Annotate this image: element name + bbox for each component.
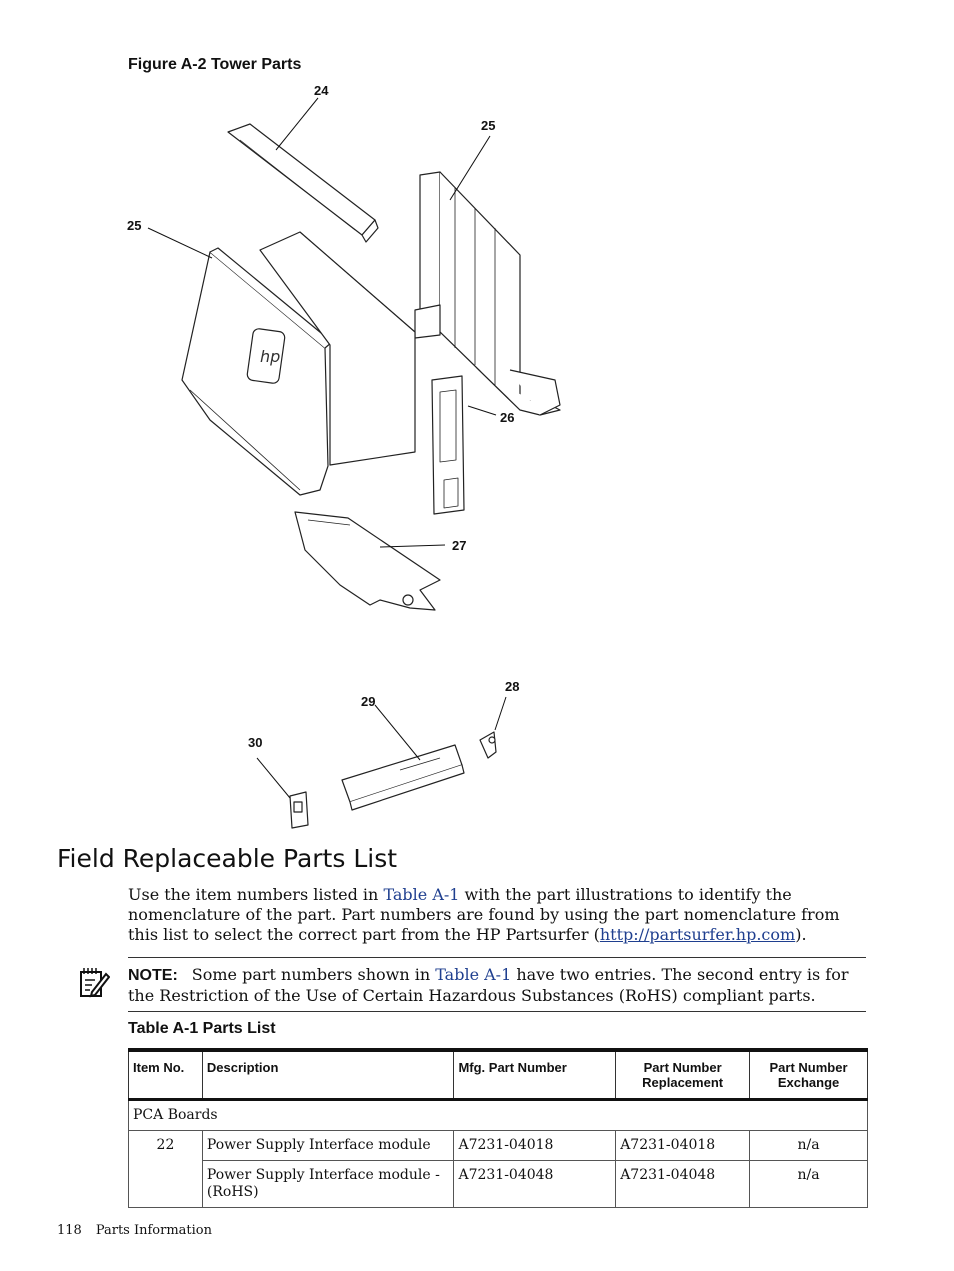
- parts-table: Item No. Description Mfg. Part Number Pa…: [128, 1048, 868, 1208]
- callout-25-left: 25: [127, 218, 141, 233]
- table-header-row: Item No. Description Mfg. Part Number Pa…: [128, 1048, 868, 1101]
- part-25-side-panel: hp: [181, 247, 333, 496]
- callout-30: 30: [248, 735, 262, 750]
- header-description: Description: [201, 1048, 455, 1101]
- part-25-bezel-frame: [414, 171, 561, 416]
- note-text: NOTE:Some part numbers shown in Table A-…: [128, 965, 849, 1005]
- header-replacement: Part Number Replacement: [615, 1048, 751, 1101]
- callout-27: 27: [452, 538, 466, 553]
- page-footer: 118 Parts Information: [57, 1223, 212, 1238]
- figure-caption: Figure A-2 Tower Parts: [128, 56, 302, 73]
- callout-28: 28: [505, 679, 519, 694]
- callout-26: 26: [500, 410, 514, 425]
- table-caption: Table A-1 Parts List: [128, 1020, 276, 1037]
- table-row: Power Supply Interface module - (RoHS) A…: [129, 1160, 868, 1208]
- description-cell: Power Supply Interface module: [201, 1130, 455, 1161]
- description-cell: Power Supply Interface module - (RoHS): [201, 1160, 455, 1208]
- part-24-top-cover: [227, 123, 379, 243]
- group-label: PCA Boards: [128, 1099, 868, 1131]
- part-28-bracket: [479, 731, 497, 759]
- part-29-rail: [341, 744, 465, 811]
- part-26-front-door: [431, 375, 465, 515]
- chassis-box: [259, 231, 416, 466]
- svg-text:hp: hp: [260, 347, 280, 366]
- mfg-part-cell: A7231-04018: [453, 1130, 617, 1161]
- part-27-base-plate: [294, 511, 441, 611]
- callout-25-right: 25: [481, 118, 495, 133]
- exchange-cell: n/a: [749, 1130, 868, 1161]
- item-no-cell: 22: [128, 1130, 203, 1208]
- table-a1-link[interactable]: Table A-1: [383, 885, 460, 904]
- exchange-cell: n/a: [749, 1160, 868, 1208]
- group-row: PCA Boards: [128, 1099, 868, 1131]
- note-icon: [80, 968, 110, 998]
- part-30-latch: [289, 791, 309, 829]
- note-bottom-rule: [128, 1011, 866, 1012]
- note-label: NOTE:: [128, 967, 178, 984]
- callout-29: 29: [361, 694, 375, 709]
- mfg-part-cell: A7231-04048: [453, 1160, 617, 1208]
- tower-parts-illustration: hp: [127, 83, 561, 829]
- callout-24: 24: [314, 83, 329, 98]
- intro-paragraph: Use the item numbers listed in Table A-1…: [128, 885, 840, 944]
- note-table-link[interactable]: Table A-1: [435, 965, 512, 984]
- page-number: 118: [57, 1223, 82, 1238]
- note-top-rule: [128, 957, 866, 958]
- header-exchange: Part Number Exchange: [749, 1048, 868, 1101]
- replacement-cell: A7231-04048: [615, 1160, 751, 1208]
- table-row: 22 Power Supply Interface module A7231-0…: [128, 1130, 868, 1208]
- footer-section: Parts Information: [95, 1223, 213, 1238]
- partsurfer-link[interactable]: http://partsurfer.hp.com: [599, 925, 796, 944]
- replacement-cell: A7231-04018: [615, 1130, 751, 1161]
- section-title: Field Replaceable Parts List: [57, 844, 398, 873]
- header-item-no: Item No.: [128, 1048, 203, 1101]
- header-mfg-part: Mfg. Part Number: [453, 1048, 617, 1101]
